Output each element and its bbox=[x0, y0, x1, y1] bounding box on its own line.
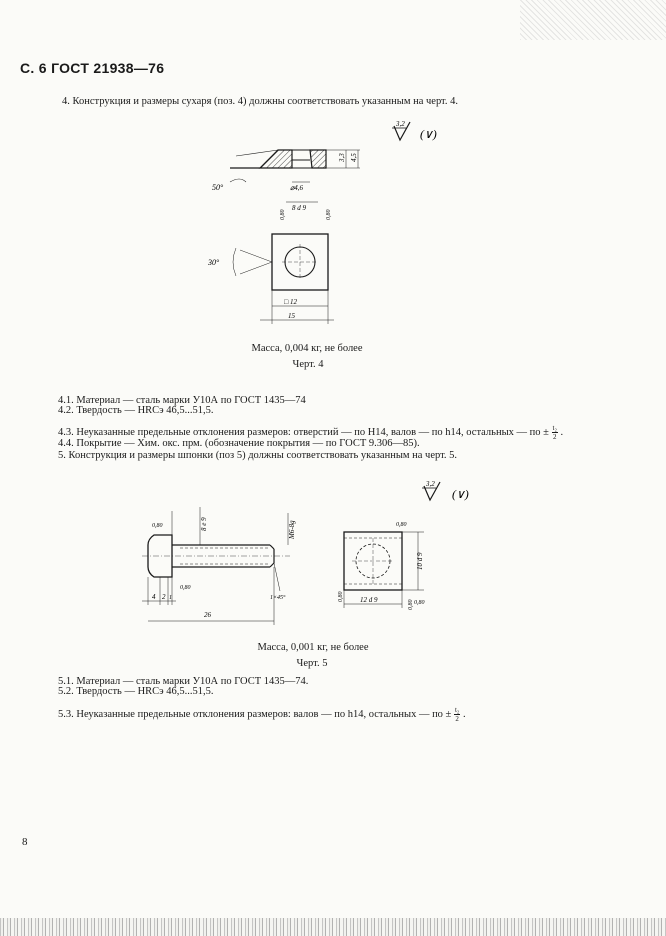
caption-5: Черт. 5 bbox=[296, 658, 328, 669]
chamfer-top-5-label: 0,80 bbox=[152, 523, 163, 529]
chamfer-right-4-label: 0,80 bbox=[326, 210, 332, 221]
item-5-2: 5.2. Твердость — HRCэ 46,5...51,5. bbox=[58, 686, 214, 697]
mass-4: Масса, 0,004 кг, не более bbox=[251, 343, 363, 354]
chamfer-side-top-label: 0,80 bbox=[396, 522, 407, 528]
item-5-3-text: 5.3. Неуказанные предельные отклонения р… bbox=[58, 708, 452, 720]
dim-4-5-label: 4,5 bbox=[350, 153, 358, 162]
item-4-4: 4.4. Покрытие — Хим. окс. прм. (обозначе… bbox=[58, 438, 420, 449]
roughness-4-value: 3,2 bbox=[395, 120, 405, 128]
mass-5: Масса, 0,001 кг, не более bbox=[257, 642, 369, 653]
item-5-3: 5.3. Неуказанные предельные отклонения р… bbox=[58, 706, 466, 723]
drawing-5-end: 0,80 10 d 9 12 d 9 0,80 0,80 0,80 bbox=[338, 522, 425, 611]
angle-50-label: 50° bbox=[212, 183, 224, 192]
length-26-label: 26 bbox=[204, 611, 212, 619]
page-number: 8 bbox=[22, 836, 28, 848]
page-header: С. 6 ГОСТ 21938—76 bbox=[20, 60, 165, 76]
square-12-label: □ 12 bbox=[284, 298, 297, 306]
dim-4-label: 4 bbox=[152, 593, 156, 601]
item-5-1: 5.1. Материал — сталь марки У10А по ГОСТ… bbox=[58, 676, 309, 687]
caption-4: Черт. 4 bbox=[292, 359, 324, 370]
chamfer-45-label: 1×45° bbox=[270, 594, 286, 601]
width-15-label: 15 bbox=[288, 312, 296, 320]
drawing-4-plan: 30° □ 12 15 bbox=[207, 233, 334, 324]
dim-12d9-label: 12 d 9 bbox=[360, 596, 378, 604]
roughness-mark-5: 3,2 (∨) bbox=[422, 480, 469, 502]
roughness-5-suffix: (∨) bbox=[452, 487, 469, 501]
chamfer-side-left-label: 0,80 bbox=[338, 592, 344, 603]
scan-noise-bottom bbox=[0, 918, 666, 936]
drawing-4-section: 50° 3,3 4,5 ⌀4,6 8 d 9 0,80 0,80 bbox=[212, 149, 360, 221]
dim-dia-4-6-label: ⌀4,6 bbox=[290, 184, 303, 192]
roughness-mark-4: 3,2 (∨) bbox=[392, 120, 437, 142]
dim-8e9-label: 8 e 9 bbox=[200, 517, 208, 531]
item-4-2: 4.2. Твердость — HRCэ 46,5...51,5. bbox=[58, 405, 214, 416]
section5-intro: 5. Конструкция и размеры шпонки (поз 5) … bbox=[58, 450, 458, 461]
dim-8d9-label: 8 d 9 bbox=[292, 204, 307, 212]
chamfer-side-right-label: 0,80 bbox=[408, 600, 414, 611]
item-4-3: 4.3. Неуказанные предельные отклонения р… bbox=[58, 424, 564, 441]
dim-m6-label: M6-8g bbox=[288, 520, 296, 540]
chamfer-left-4-label: 0,80 bbox=[280, 210, 286, 221]
item-4-1: 4.1. Материал — сталь марки У10А по ГОСТ… bbox=[58, 395, 306, 406]
section4-intro: 4. Конструкция и размеры сухаря (поз. 4)… bbox=[62, 96, 458, 107]
dim-3-3-label: 3,3 bbox=[338, 153, 346, 163]
dim-10d9-label: 10 d 9 bbox=[416, 552, 424, 570]
scan-noise-top bbox=[520, 0, 666, 40]
angle-30-label: 30° bbox=[207, 258, 220, 267]
chamfer-bottom-5-label: 0,80 bbox=[180, 585, 191, 591]
roughness-4-suffix: (∨) bbox=[420, 127, 437, 141]
roughness-5-value: 3,2 bbox=[425, 480, 435, 488]
item-4-3-text: 4.3. Неуказанные предельные отклонения р… bbox=[58, 426, 549, 438]
chamfer-side-br-label: 0,80 bbox=[414, 600, 425, 606]
dim-1-label: 1 bbox=[169, 595, 172, 601]
dim-2-label: 2 bbox=[162, 593, 166, 601]
drawing-5-side: 0,80 8 e 9 M6-8g 0,80 1×45° 4 2 1 26 bbox=[142, 507, 296, 625]
